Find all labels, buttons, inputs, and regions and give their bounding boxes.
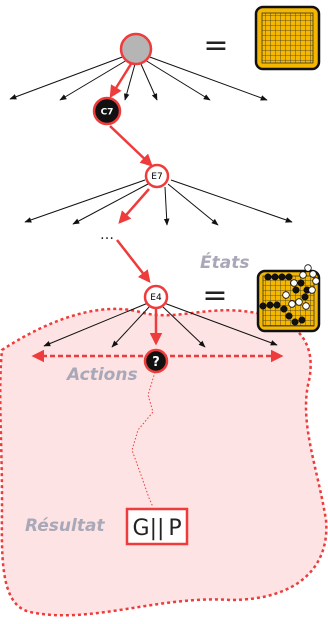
node-c7[interactable]: C7 (92, 96, 122, 126)
label-resultat: Résultat (25, 516, 105, 536)
white-stones (282, 264, 320, 310)
node-unknown[interactable]: ? (143, 348, 169, 374)
node-c7-label: C7 (101, 108, 114, 118)
node-unknown-label: ? (152, 355, 160, 370)
node-e7-label: E7 (151, 172, 162, 182)
black-stones (259, 273, 311, 326)
result-right: P (168, 516, 181, 541)
label-actions: Actions (65, 365, 138, 385)
equals-sign-top: = (203, 28, 228, 63)
root-node[interactable] (119, 32, 153, 66)
node-e4-label: E4 (150, 293, 162, 303)
result-box: G || P (125, 507, 189, 546)
ellipsis: … (100, 227, 114, 243)
outcome-region (0, 307, 328, 617)
root-branches (9, 55, 268, 101)
result-left: G (132, 516, 149, 541)
result-separator: || (150, 516, 165, 541)
equals-sign-bottom: = (202, 278, 227, 313)
node-e4[interactable]: E4 (143, 284, 169, 310)
node-e7[interactable]: E7 (144, 163, 170, 189)
e7-branches (24, 179, 293, 226)
chosen-path (109, 63, 163, 346)
empty-go-board (254, 5, 321, 71)
label-etats: États (200, 251, 249, 273)
e4-branches (43, 302, 278, 348)
go-board-with-stones (256, 264, 321, 333)
